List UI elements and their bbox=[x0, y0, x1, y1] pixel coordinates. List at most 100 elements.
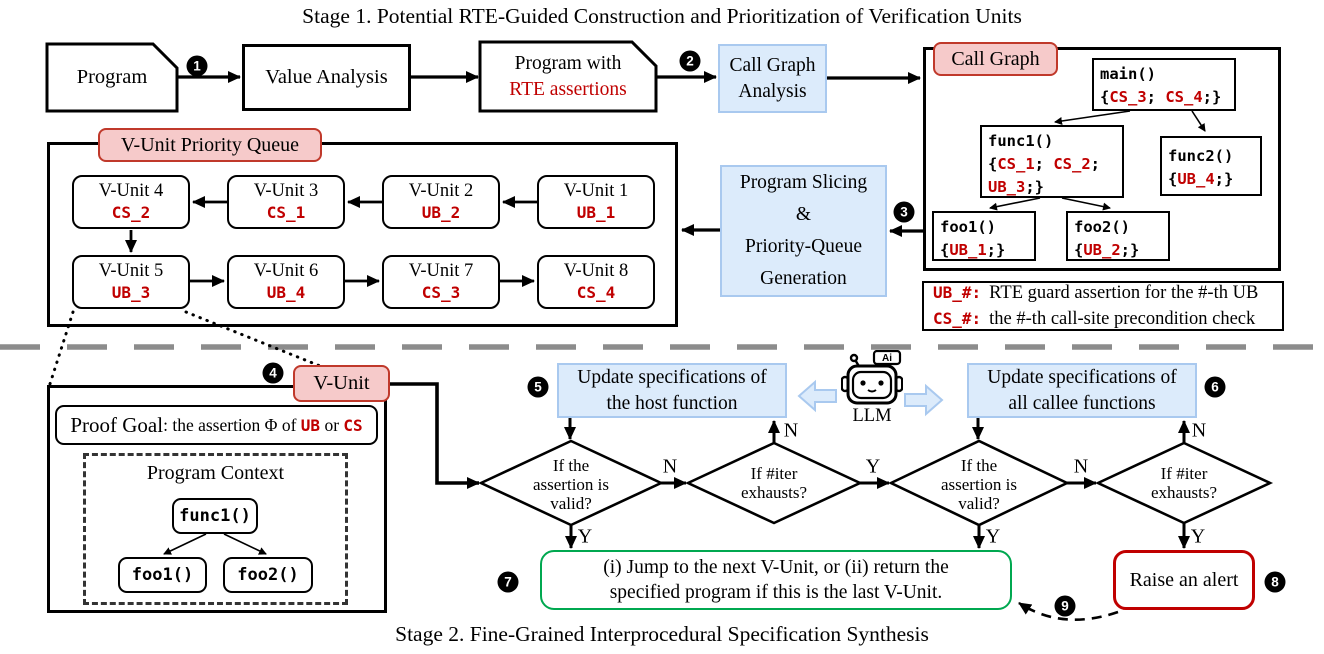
legend-cs-line: CS_#: the #-th call-site precondition ch… bbox=[933, 306, 1255, 332]
robot-face bbox=[851, 370, 893, 400]
node-foo2-body: {UB_2;} bbox=[1074, 241, 1140, 259]
decision-diamond-4 bbox=[1094, 441, 1274, 525]
llm-robot-icon: Ai bbox=[841, 350, 903, 405]
node-main: main() {CS_3; CS_4;} bbox=[1092, 58, 1236, 111]
d2-line2: exhausts? bbox=[740, 483, 808, 502]
vunit-item-5: V-Unit 5 UB_3 bbox=[72, 255, 190, 309]
stage1-title: Stage 1. Potential RTE-Guided Constructi… bbox=[302, 4, 1022, 28]
node-func1: func1() {CS_1; CS_2; UB_3;} bbox=[980, 125, 1124, 198]
d3-line2: assertion is bbox=[940, 474, 1018, 494]
d1-line3: valid? bbox=[550, 493, 592, 513]
step-badge-5: 5 bbox=[527, 376, 549, 398]
flow-label-y-d1down: Y bbox=[577, 525, 593, 548]
host-update-box: Update specifications of the host functi… bbox=[557, 363, 787, 418]
arrow-main-func1 bbox=[1054, 110, 1131, 125]
value-analysis-box: Value Analysis bbox=[242, 44, 411, 111]
node-func1-name: func1() bbox=[988, 132, 1054, 150]
program-context-box: Program Context bbox=[83, 453, 348, 605]
step-badge-6: 6 bbox=[1204, 376, 1226, 398]
robot-mouth bbox=[867, 389, 877, 393]
return-dashed-arrow bbox=[1018, 601, 1119, 621]
slicing-line1: Program Slicing bbox=[739, 172, 868, 193]
vunit-label: V-Unit bbox=[293, 365, 390, 402]
flow-label-n-d4up: N bbox=[1191, 419, 1207, 442]
vunit-tag: UB_1 bbox=[576, 203, 616, 222]
vunit-name: V-Unit 2 bbox=[408, 181, 474, 201]
step-badge-8: 8 bbox=[1264, 571, 1286, 593]
llm-label: LLM bbox=[852, 406, 892, 426]
program-rte-doc-shape bbox=[478, 40, 658, 113]
decision-assertion-valid-2: If the assertion is valid? bbox=[899, 451, 1059, 517]
node-func2: func2() {UB_4;} bbox=[1160, 136, 1262, 196]
node-foo1: foo1() {UB_1;} bbox=[932, 211, 1036, 261]
legend-cs-key: CS_#: bbox=[933, 309, 982, 328]
context-node-func1: func1() bbox=[172, 498, 258, 534]
step-badge-2: 2 bbox=[679, 50, 701, 72]
host-line1: Update specifications of bbox=[577, 366, 767, 388]
vunit-name: V-Unit 6 bbox=[253, 261, 319, 281]
flow-label-n-d3d4: N bbox=[1073, 455, 1089, 478]
node-func2-name: func2() bbox=[1168, 147, 1234, 165]
arrow-ctx-func1-foo2 bbox=[223, 533, 267, 555]
flow-label-n-d2up: N bbox=[783, 419, 799, 442]
vunit-item-2: V-Unit 2 UB_2 bbox=[382, 175, 500, 229]
vunit-queue-label: V-Unit Priority Queue bbox=[98, 128, 322, 162]
d4-line2: exhausts? bbox=[1150, 483, 1218, 502]
next-vunit-box: (i) Jump to the next V-Unit, or (ii) ret… bbox=[540, 550, 1012, 610]
ai-bubble-text: Ai bbox=[882, 353, 892, 364]
vunit-name: V-Unit 5 bbox=[98, 261, 164, 281]
d3-line3: valid? bbox=[958, 493, 1000, 513]
robot-antenna-tip bbox=[849, 353, 859, 363]
proof-goal-or: or bbox=[320, 414, 344, 435]
stage2-caption: Stage 2. Fine-Grained Interprocedural Sp… bbox=[395, 622, 929, 646]
legend-cs-text: the #-th call-site precondition check bbox=[989, 309, 1256, 329]
d1-line2: assertion is bbox=[532, 474, 610, 494]
arrow-func1-foo2 bbox=[1061, 197, 1111, 211]
next-vunit-line2: specified program if this is the last V-… bbox=[609, 582, 943, 603]
arrow-main-func2 bbox=[1191, 110, 1206, 132]
robot-eye-left bbox=[860, 380, 866, 386]
node-foo1-body: {UB_1;} bbox=[940, 241, 1006, 259]
vunit-tag: CS_1 bbox=[266, 203, 306, 222]
proof-goal-cs: CS bbox=[343, 415, 363, 435]
raise-alert-box: Raise an alert bbox=[1113, 550, 1255, 610]
vunit-name: V-Unit 3 bbox=[253, 181, 319, 201]
vunit-item-4: V-Unit 4 CS_2 bbox=[72, 175, 190, 229]
slicing-line2: & bbox=[795, 204, 812, 225]
block-arrow-right-icon bbox=[904, 383, 944, 417]
proof-goal-box: Proof Goal: the assertion Φ of UB or CS bbox=[55, 405, 378, 445]
flow-label-y-d2d3: Y bbox=[865, 455, 881, 478]
vunit-item-8: V-Unit 8 CS_4 bbox=[537, 255, 655, 309]
node-foo2: foo2() {UB_2;} bbox=[1066, 211, 1170, 261]
block-arrow-left-icon bbox=[797, 379, 837, 413]
vunit-tag: UB_2 bbox=[421, 203, 461, 222]
node-main-name: main() bbox=[1100, 65, 1156, 83]
program-box: Program bbox=[76, 66, 148, 88]
call-graph-analysis-box: Call Graph Analysis bbox=[718, 44, 827, 113]
step-badge-9: 9 bbox=[1054, 595, 1076, 617]
arrow-ctx-func1-foo1 bbox=[163, 533, 207, 555]
context-node-foo1: foo1() bbox=[118, 557, 207, 593]
arrow-vunit-to-d1 bbox=[390, 382, 480, 489]
d3-line1: If the bbox=[960, 455, 998, 475]
decision-assertion-valid-1: If the assertion is valid? bbox=[491, 451, 651, 517]
flow-label-y-d3down: Y bbox=[985, 525, 1001, 548]
cga-line2: Analysis bbox=[738, 80, 807, 102]
decision-iter-exhausts-2: If #iter exhausts? bbox=[1104, 461, 1264, 505]
legend-ub-key: UB_#: bbox=[933, 283, 982, 302]
vunit-tag: CS_2 bbox=[111, 203, 151, 222]
legend-ub-line: UB_#: RTE guard assertion for the #-th U… bbox=[933, 280, 1258, 306]
vunit-item-1: V-Unit 1 UB_1 bbox=[537, 175, 655, 229]
program-rte-box: Program with RTE assertions bbox=[480, 44, 656, 109]
vunit-item-3: V-Unit 3 CS_1 bbox=[227, 175, 345, 229]
vunit-item-7: V-Unit 7 CS_3 bbox=[382, 255, 500, 309]
decision-iter-exhausts-1: If #iter exhausts? bbox=[694, 461, 854, 505]
arrow-func1-foo1 bbox=[989, 197, 1041, 211]
program-rte-line2: RTE assertions bbox=[509, 78, 627, 100]
proof-goal-ub: UB bbox=[300, 415, 321, 435]
slicing-line3: Priority-Queue bbox=[745, 236, 862, 257]
vunit-tag: UB_3 bbox=[111, 283, 151, 302]
dotted-cone-left bbox=[47, 310, 75, 389]
node-foo2-name: foo2() bbox=[1074, 218, 1130, 236]
